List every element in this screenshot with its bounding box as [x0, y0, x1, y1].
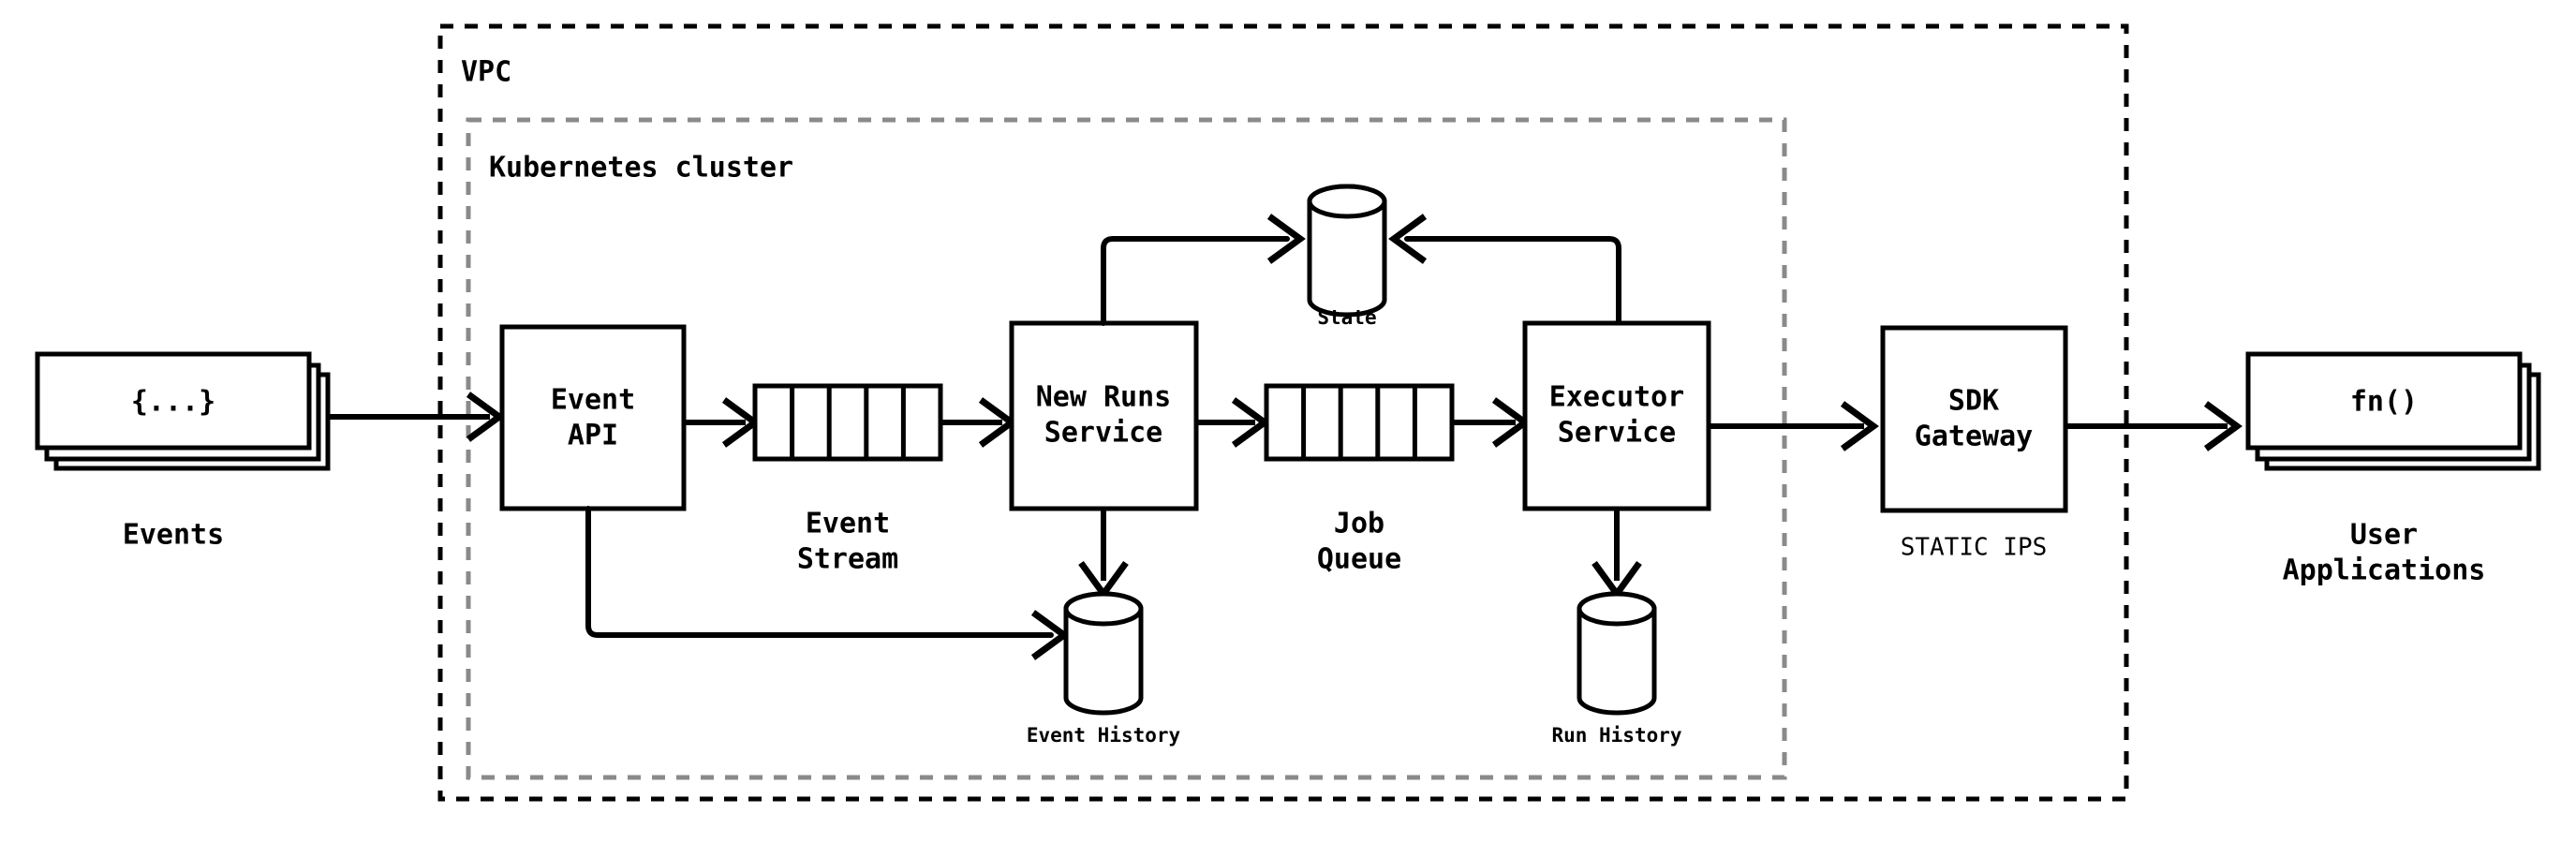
job-queue-caption-line1: Job [1334, 508, 1384, 540]
state-store-caption: State [1317, 306, 1376, 329]
arrow-event-stream-to-new-runs [940, 397, 1017, 448]
arrow-job-queue-to-executor [1452, 397, 1531, 448]
arrow-sdk-gateway-to-user-apps [2065, 401, 2243, 451]
arrow-new-runs-to-event-history [1078, 509, 1129, 599]
event-api-label-line1: Event [551, 384, 635, 417]
user-apps-stack-layer-1 [2245, 351, 2523, 451]
node-event-api: Event API [499, 324, 687, 511]
job-queue-box [1264, 383, 1455, 462]
user-applications-stack: fn() [2245, 351, 2541, 471]
event-stream-caption-line2: Stream [797, 543, 898, 576]
events-caption: Events [123, 519, 224, 552]
event-stream-caption-line1: Event [806, 508, 890, 540]
events-stack-inner-label: {...} [131, 386, 215, 419]
node-job-queue [1264, 383, 1455, 462]
arrow-event-api-to-event-stream [684, 397, 761, 448]
user-apps-caption-line1: User [2350, 519, 2418, 552]
event-api-label-line2: API [568, 420, 618, 452]
new-runs-service-box [1009, 320, 1199, 511]
run-history-caption: Run History [1551, 724, 1681, 747]
arrow-executor-to-state [1388, 214, 1621, 326]
run-history-cylinder-top [1577, 591, 1657, 627]
new-runs-service-label-line2: Service [1044, 417, 1162, 450]
event-history-cylinder-top [1063, 591, 1144, 627]
node-event-history-store [1063, 591, 1144, 716]
events-stack-layer-1 [35, 351, 312, 451]
user-apps-inner-label: fn() [2350, 386, 2418, 419]
sdk-gateway-label-line1: SDK [1948, 385, 1999, 418]
arrow-new-runs-to-job-queue [1196, 397, 1270, 448]
event-stream-queue [752, 383, 943, 462]
node-run-history-store [1577, 591, 1657, 716]
node-sdk-gateway: SDK Gateway [1880, 325, 2068, 513]
event-api-box [499, 324, 687, 511]
user-apps-caption-line2: Applications [2283, 555, 2486, 587]
arrow-executor-to-sdk-gateway [1709, 401, 1879, 451]
arrow-new-runs-to-state [1101, 214, 1306, 326]
arrow-executor-to-run-history [1591, 509, 1642, 599]
vpc-label: VPC [461, 56, 511, 89]
node-new-runs-service: New Runs Service [1009, 320, 1199, 511]
vpc-boundary [437, 23, 2129, 802]
new-runs-service-label-line1: New Runs [1036, 381, 1172, 414]
sdk-gateway-label-line2: Gateway [1915, 421, 2033, 453]
sdk-gateway-box [1880, 325, 2068, 513]
node-state-store [1307, 184, 1387, 318]
node-executor-service: Executor Service [1522, 320, 1711, 511]
sdk-gateway-sublabel: STATIC IPS [1901, 534, 2048, 562]
state-cylinder-top [1307, 184, 1387, 219]
kubernetes-cluster-label: Kubernetes cluster [489, 152, 793, 185]
job-queue-caption-line2: Queue [1317, 543, 1401, 576]
executor-service-label-line1: Executor [1549, 381, 1685, 414]
node-event-stream [752, 383, 943, 462]
arrow-events-to-event-api [328, 392, 505, 442]
events-stack: {...} [35, 351, 331, 471]
event-history-caption: Event History [1027, 724, 1181, 747]
executor-service-label-line2: Service [1558, 417, 1676, 450]
kubernetes-cluster-boundary [466, 117, 1787, 780]
